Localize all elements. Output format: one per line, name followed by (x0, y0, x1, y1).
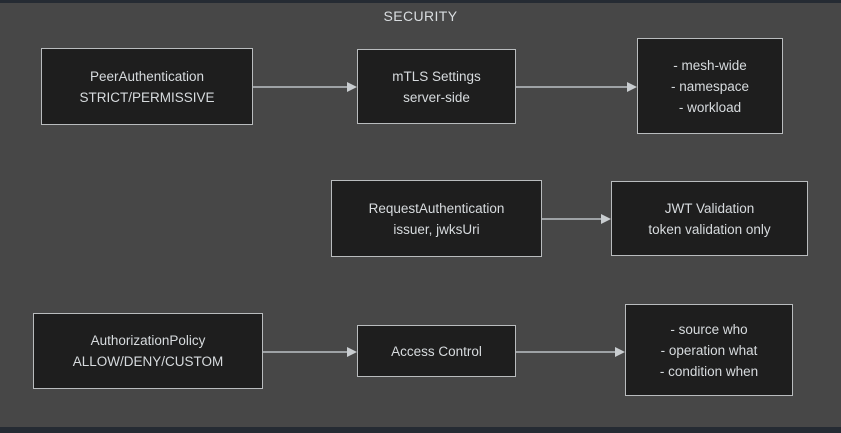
node-line: RequestAuthentication (368, 200, 505, 216)
node-line: Access Control (391, 343, 482, 359)
connector-shaft (516, 86, 628, 88)
connector-shaft (542, 218, 602, 220)
node-request-authentication[interactable]: RequestAuthentication issuer, jwksUri (331, 180, 542, 257)
node-line: - mesh-wide (673, 57, 747, 73)
node-mtls-settings[interactable]: mTLS Settings server-side (357, 49, 516, 124)
node-line: - namespace (670, 78, 750, 94)
arrow-right-icon (601, 214, 611, 224)
node-access-control[interactable]: Access Control (357, 325, 516, 377)
node-line: STRICT/PERMISSIVE (79, 89, 215, 105)
node-line: PeerAuthentication (89, 68, 205, 84)
connector-shaft (263, 351, 348, 353)
node-line: issuer, jwksUri (393, 221, 480, 237)
node-peer-authentication[interactable]: PeerAuthentication STRICT/PERMISSIVE (41, 48, 253, 125)
node-line: token validation only (648, 221, 771, 237)
arrow-right-icon (627, 82, 637, 92)
node-line: - operation what (660, 342, 758, 358)
connector-mtls-settings-to-mtls-scopes (516, 82, 637, 92)
node-line: AuthorizationPolicy (90, 333, 206, 348)
node-line: - workload (678, 99, 742, 115)
node-line: - source who (670, 321, 748, 337)
node-mtls-scopes[interactable]: - mesh-wide - namespace - workload (637, 38, 783, 134)
connector-shaft (516, 351, 616, 353)
connector-peer-authentication-to-mtls-settings (253, 82, 357, 92)
node-jwt-validation[interactable]: JWT Validation token validation only (611, 181, 808, 256)
page-title: SECURITY (383, 8, 458, 24)
connector-request-authentication-to-jwt-validation (542, 214, 611, 224)
node-line: mTLS Settings (392, 68, 481, 84)
arrow-right-icon (347, 82, 357, 92)
node-line: - condition when (659, 363, 759, 379)
connector-access-control-to-access-control-dimensions (516, 347, 625, 357)
arrow-right-icon (615, 347, 625, 357)
node-line: ALLOW/DENY/CUSTOM (72, 354, 224, 369)
node-line: server-side (403, 89, 470, 105)
node-line: JWT Validation (664, 200, 755, 216)
connector-shaft (253, 86, 348, 88)
arrow-right-icon (347, 347, 357, 357)
connector-authorization-policy-to-access-control (263, 347, 357, 357)
node-access-control-dimensions[interactable]: - source who - operation what - conditio… (625, 304, 793, 396)
node-authorization-policy[interactable]: AuthorizationPolicy ALLOW/DENY/CUSTOM (33, 313, 263, 389)
